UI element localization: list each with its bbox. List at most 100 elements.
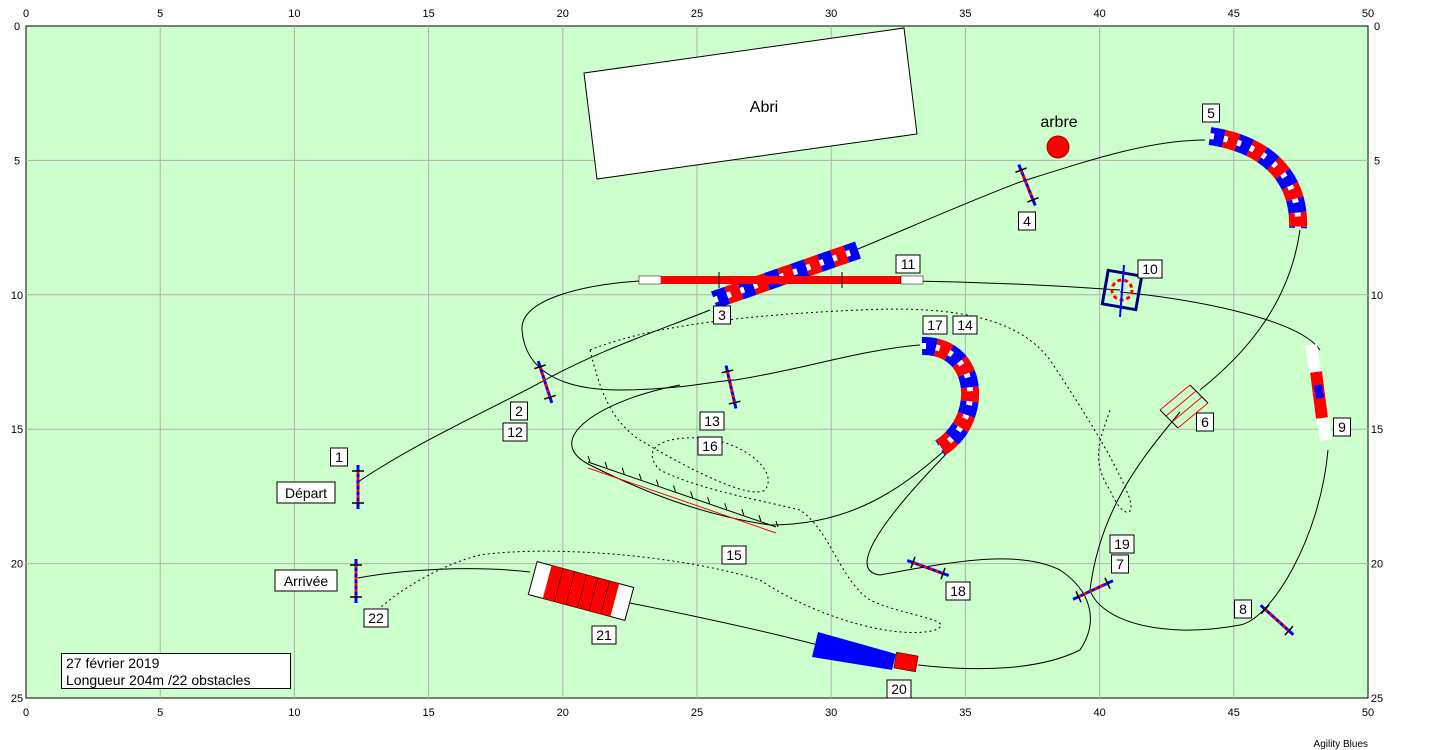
x-tick-top: 45 — [1228, 8, 1240, 20]
y-tick-left: 0 — [14, 21, 20, 33]
weave-pole — [724, 503, 728, 510]
jump-13 — [721, 365, 741, 409]
shelter: Abri — [583, 27, 918, 180]
y-tick-right: 10 — [1371, 290, 1383, 302]
weave-16 — [587, 461, 777, 534]
tunnel-17-14 — [921, 336, 980, 456]
obstacle-number: 2 — [510, 401, 528, 421]
jump-22 — [350, 559, 362, 603]
weave-pole — [672, 485, 676, 492]
x-tick-bottom: 40 — [1093, 707, 1105, 719]
spread-6 — [1159, 384, 1209, 429]
weave-pole — [741, 509, 745, 516]
svg-text:1: 1 — [335, 449, 343, 465]
obstacle-number: 20 — [886, 679, 912, 699]
x-tick-top: 40 — [1093, 8, 1105, 20]
obstacle-number: 15 — [721, 545, 747, 565]
svg-text:3: 3 — [718, 307, 726, 323]
jump-18 — [906, 556, 950, 580]
weave-pole — [621, 467, 625, 474]
start-label: Départ — [276, 481, 336, 504]
x-tick-bottom: 20 — [557, 707, 569, 719]
x-tick-top: 35 — [959, 8, 971, 20]
obstacle-number: 5 — [1202, 103, 1220, 123]
svg-text:10: 10 — [1142, 261, 1158, 277]
y-tick-left: 5 — [14, 155, 20, 167]
tunnel-9 — [1305, 344, 1332, 441]
x-tick-top: 30 — [825, 8, 837, 20]
obstacle-number: 19 — [1109, 534, 1135, 554]
svg-text:12: 12 — [507, 424, 523, 440]
axis-ticks: 0055101015152020252530303535404045455050… — [11, 8, 1383, 719]
svg-text:18: 18 — [950, 583, 966, 599]
tire-10 — [1100, 264, 1144, 318]
y-tick-left: 15 — [11, 424, 23, 436]
obstacle-number: 7 — [1111, 554, 1129, 574]
x-tick-top: 25 — [691, 8, 703, 20]
obstacle-number: 1 — [330, 447, 348, 467]
svg-text:Départ: Départ — [285, 485, 327, 501]
jump-8 — [1259, 604, 1295, 636]
weave-pole — [604, 461, 608, 469]
obstacle-number: 12 — [502, 422, 528, 442]
obstacle-number: 18 — [945, 581, 971, 601]
weave-poles — [587, 455, 779, 528]
svg-text:20: 20 — [891, 681, 907, 697]
x-tick-top: 15 — [422, 8, 434, 20]
jump-2-12 — [534, 360, 556, 404]
x-tick-top: 50 — [1362, 8, 1374, 20]
x-tick-bottom: 50 — [1362, 707, 1374, 719]
tunnel-3 — [711, 241, 861, 309]
obstacle-number: 21 — [591, 625, 617, 645]
tunnel-21 — [527, 561, 635, 621]
y-tick-right: 5 — [1374, 155, 1380, 167]
svg-text:21: 21 — [596, 627, 612, 643]
weave-pole — [587, 455, 591, 463]
obstacle-number: 10 — [1137, 259, 1163, 279]
svg-text:13: 13 — [704, 413, 720, 429]
finish-label: Arrivée — [274, 569, 338, 592]
svg-text:16: 16 — [702, 438, 718, 454]
obstacle-number: 14 — [952, 315, 978, 335]
x-tick-bottom: 15 — [422, 707, 434, 719]
svg-text:8: 8 — [1239, 601, 1247, 617]
x-tick-top: 0 — [23, 8, 29, 20]
obstacle-number: 22 — [363, 608, 389, 628]
jump-1 — [352, 465, 364, 509]
course-info: 27 février 2019 Longueur 204m /22 obstac… — [61, 653, 291, 689]
obstacle-number: 8 — [1234, 599, 1252, 619]
svg-text:14: 14 — [957, 317, 973, 333]
course-length: Longueur 204m /22 obstacles — [66, 672, 251, 688]
weave-pole — [638, 473, 642, 480]
x-tick-top: 10 — [288, 8, 300, 20]
x-tick-bottom: 0 — [23, 707, 29, 719]
x-tick-bottom: 45 — [1228, 707, 1240, 719]
jump-4 — [1015, 164, 1039, 206]
y-tick-left: 20 — [11, 559, 23, 571]
dog-path — [357, 139, 1329, 670]
svg-text:22: 22 — [368, 610, 384, 626]
y-tick-right: 15 — [1371, 424, 1383, 436]
shelter-label: Abri — [750, 99, 778, 116]
weave-pole — [655, 479, 659, 486]
obstacle-number: 13 — [699, 411, 725, 431]
jumps — [350, 164, 1295, 636]
obstacle-number: 6 — [1196, 412, 1214, 432]
svg-text:6: 6 — [1201, 414, 1209, 430]
svg-text:9: 9 — [1338, 419, 1346, 435]
obstacle-number: 16 — [697, 436, 723, 456]
obstacle-number: 17 — [922, 315, 948, 335]
svg-text:Arrivée: Arrivée — [284, 573, 329, 589]
y-tick-right: 25 — [1371, 693, 1383, 705]
x-tick-bottom: 30 — [825, 707, 837, 719]
svg-text:19: 19 — [1114, 536, 1130, 552]
x-tick-bottom: 5 — [157, 707, 163, 719]
x-tick-bottom: 35 — [959, 707, 971, 719]
svg-text:4: 4 — [1023, 213, 1031, 229]
tunnel-5 — [1208, 127, 1308, 229]
obstacle-number: 9 — [1333, 417, 1351, 437]
obstacle-number: 3 — [713, 305, 731, 325]
svg-text:15: 15 — [726, 547, 742, 563]
